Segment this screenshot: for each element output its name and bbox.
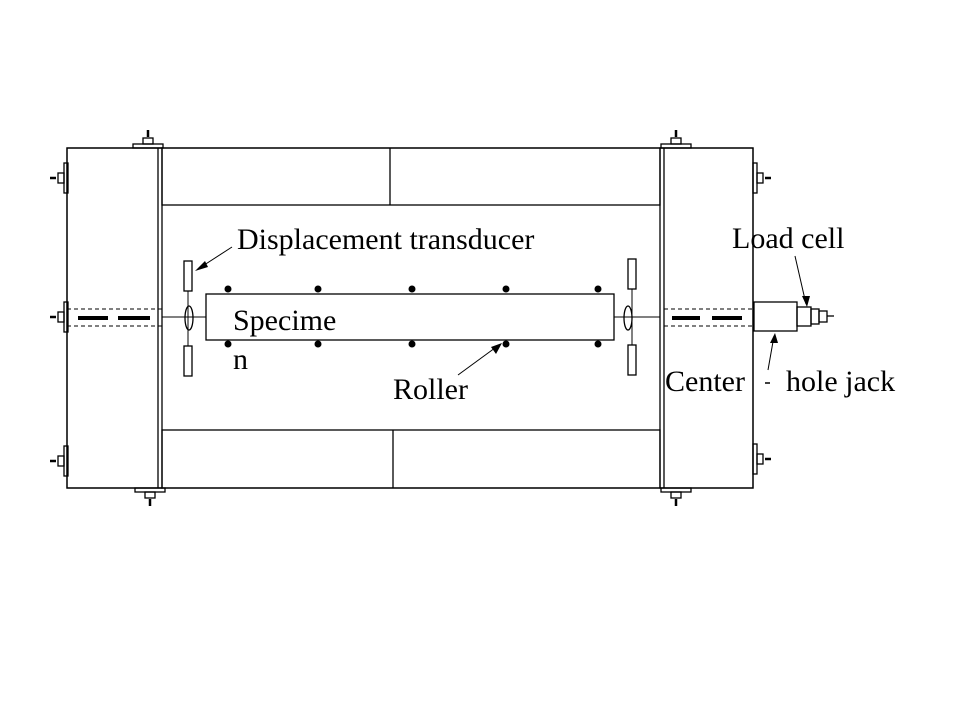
arrow-load-cell — [794, 255, 810, 307]
bolt-fitting — [50, 162, 69, 194]
bolt-fitting — [752, 162, 771, 194]
bolt-fitting — [660, 487, 692, 506]
arrow-displacement-transducer — [195, 246, 233, 271]
center-hole-jack — [753, 301, 798, 332]
label-specimen-part1: Specime — [233, 304, 336, 337]
leader-arrows — [195, 246, 810, 376]
right-tie-rod — [664, 308, 753, 327]
roller-dot — [594, 285, 602, 293]
roller-dot — [502, 340, 510, 348]
left-side-bolts — [50, 162, 69, 477]
left-displacement-transducer — [162, 260, 206, 377]
label-roller: Roller — [393, 373, 468, 406]
outer-frame — [66, 147, 754, 489]
top-bolts — [132, 130, 692, 149]
bolt-fitting — [752, 443, 771, 475]
label-load-cell: Load cell — [732, 222, 844, 255]
arrow-roller — [457, 343, 502, 376]
right-side-bolts — [752, 162, 771, 475]
label-specimen-part2: n — [233, 343, 248, 376]
bottom-bolts — [134, 487, 692, 506]
arrow-center-hole-jack — [767, 333, 778, 371]
bolt-fitting — [50, 301, 69, 333]
label-displacement-transducer: Displacement transducer — [237, 223, 534, 256]
label-center: Center — [665, 365, 745, 398]
left-end-beam — [66, 147, 163, 489]
bolt-fitting — [50, 445, 69, 477]
right-displacement-transducer — [614, 258, 660, 376]
roller-dot — [224, 340, 232, 348]
label-hole-jack: hole jack — [786, 365, 895, 398]
right-end-beam — [659, 147, 754, 489]
roller-dot — [408, 285, 416, 293]
roller-dot — [594, 340, 602, 348]
bolt-fitting — [660, 130, 692, 149]
roller-dot — [314, 340, 322, 348]
top-side-members — [161, 147, 661, 206]
left-tie-rod — [67, 308, 162, 327]
roller-dot — [314, 285, 322, 293]
roller-dot — [502, 285, 510, 293]
bolt-fitting — [134, 487, 166, 506]
roller-dot — [408, 340, 416, 348]
bolt-fitting — [132, 130, 164, 149]
rollers — [224, 285, 602, 348]
load-cell — [796, 306, 834, 327]
roller-dot — [224, 285, 232, 293]
bottom-side-members — [161, 429, 661, 489]
